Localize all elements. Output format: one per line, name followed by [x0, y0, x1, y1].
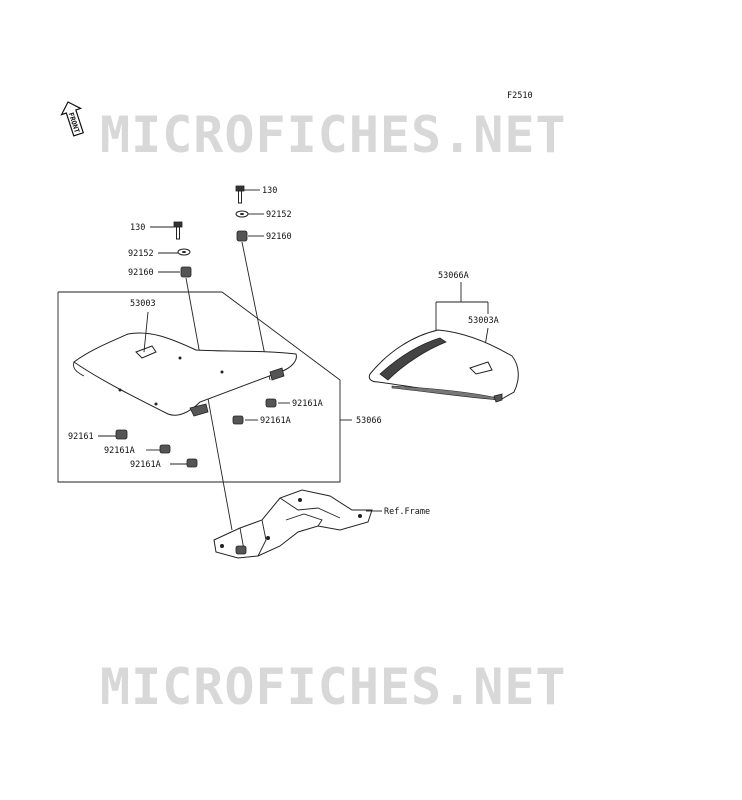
label-rear-seat-base: 53003A — [468, 316, 499, 326]
label-seat-pad-left: 92161 — [68, 432, 94, 442]
seat-assy-bracket — [57, 291, 341, 483]
rear-frame-icon — [213, 489, 373, 559]
label-frame-ref: Ref.Frame — [384, 507, 430, 517]
collar-right-icon — [236, 230, 248, 242]
front-arrow-icon: FRONT — [60, 101, 85, 137]
label-washer-left: 92152 — [128, 249, 154, 259]
diagram-code: F2510 — [507, 91, 533, 101]
label-seat-assy: 53066 — [356, 416, 382, 426]
washer-right-icon — [235, 210, 249, 218]
front-label: FRONT — [67, 112, 81, 135]
front-seat-icon — [73, 332, 297, 417]
label-pad-bottom-left: 92161A — [104, 446, 135, 456]
pad-bottom-right-icon — [186, 458, 198, 468]
watermark-top: MICROFICHES.NET — [100, 106, 567, 164]
label-collar-right: 92160 — [266, 232, 292, 242]
label-bolt-right: 130 — [262, 186, 277, 196]
label-collar-left: 92160 — [128, 268, 154, 278]
label-pad-bottom-right: 92161A — [130, 460, 161, 470]
rear-seat-icon — [368, 329, 519, 403]
collar-left-icon — [180, 266, 192, 278]
label-rear-seat-assy: 53066A — [438, 271, 469, 281]
label-seat-base: 53003 — [130, 299, 156, 309]
pad-right-upper-icon — [265, 398, 277, 408]
washer-left-icon — [177, 248, 191, 256]
bolt-right-icon — [235, 185, 245, 204]
label-pad-right-lower: 92161A — [260, 416, 291, 426]
pad-bottom-left-icon — [159, 444, 171, 454]
pad-right-lower-icon — [232, 415, 244, 425]
bolt-left-icon — [173, 221, 183, 240]
pad-left-icon — [115, 429, 128, 440]
label-pad-right-upper: 92161A — [292, 399, 323, 409]
label-bolt-left: 130 — [130, 223, 145, 233]
watermark-bottom: MICROFICHES.NET — [100, 658, 567, 716]
label-washer-right: 92152 — [266, 210, 292, 220]
